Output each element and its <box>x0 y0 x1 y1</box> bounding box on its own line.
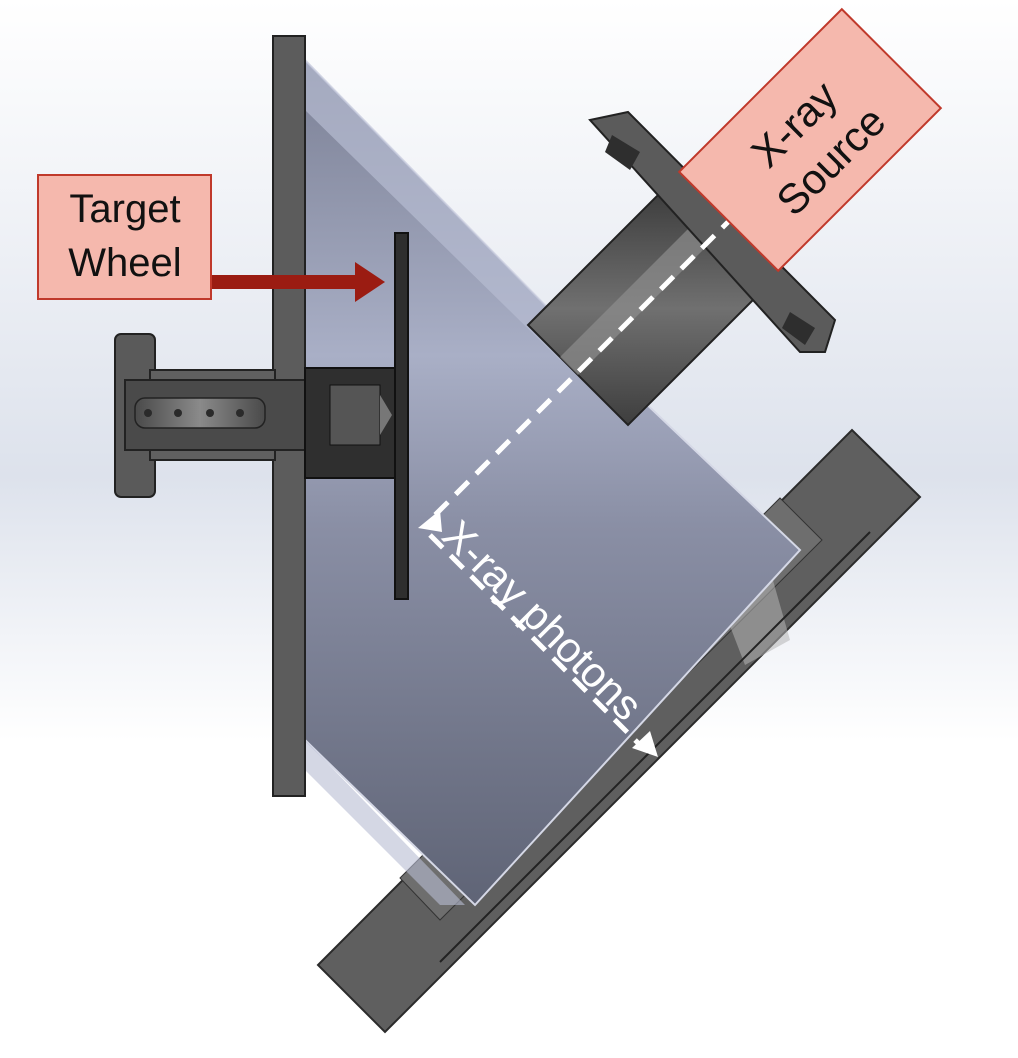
target-wheel <box>394 232 409 600</box>
photon-arrowhead-right <box>632 731 658 757</box>
hole <box>144 409 152 417</box>
label-line-2: Wheel <box>68 241 181 285</box>
hole <box>174 409 182 417</box>
xray-source-label: X-ray Source <box>677 7 943 273</box>
target-wheel-label: Target Wheel <box>37 174 212 300</box>
left-feedthrough <box>114 333 396 498</box>
label-line-1: Target <box>69 187 180 231</box>
target-wheel-arrowhead <box>355 262 385 302</box>
photon-path <box>428 213 737 752</box>
hole <box>236 409 244 417</box>
hole <box>206 409 214 417</box>
photon-arrowhead-left <box>418 510 442 532</box>
